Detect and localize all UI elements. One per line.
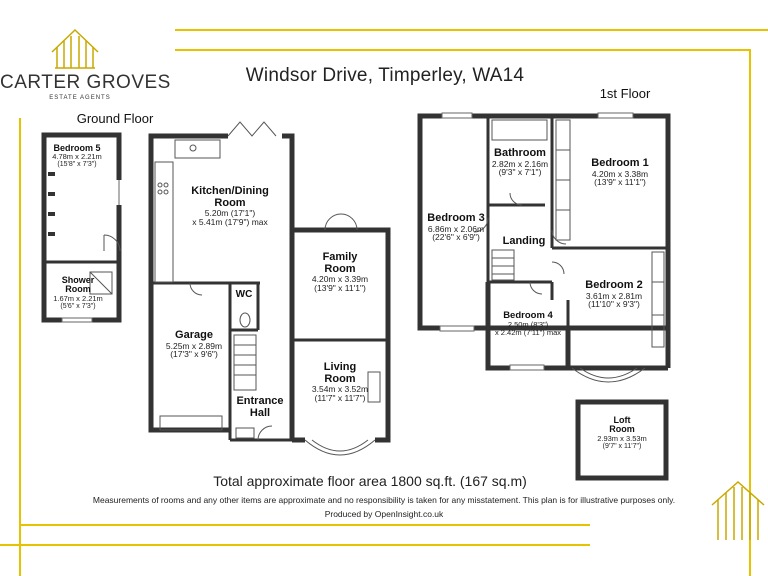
room-dimensions: 1.67m x 2.21m bbox=[53, 293, 103, 303]
loft-walls bbox=[575, 399, 669, 481]
room-dimensions: 3.61m x 2.81m bbox=[585, 290, 643, 301]
room-dimensions: 6.86m x 2.06m bbox=[427, 223, 485, 234]
room-name: Family bbox=[322, 251, 358, 263]
room-name: Living bbox=[323, 361, 357, 373]
gold-frame bbox=[0, 29, 768, 576]
room-dimensions-imperial: (9'7" x 11'7") bbox=[602, 442, 642, 450]
room-bedroom-1: Bedroom 1 4.20m x 3.38m (13'9" x 11'1") bbox=[575, 157, 665, 188]
room-dimensions: 2.50m (8'3") bbox=[507, 319, 549, 329]
room-name-line2: Room bbox=[214, 196, 246, 209]
room-dimensions-imperial: (13'9" x 11'1") bbox=[314, 283, 366, 294]
room-entrance-hall: Entrance Hall bbox=[232, 395, 288, 419]
room-dimensions-imperial: x 5.41m (17'9") max bbox=[192, 217, 268, 228]
room-name: Loft bbox=[613, 415, 631, 425]
room-name: Bedroom 1 bbox=[591, 157, 649, 169]
room-bathroom: Bathroom 2.82m x 2.16m (9'3" x 7'1") bbox=[488, 147, 552, 178]
ground-floor-label: Ground Floor bbox=[76, 111, 154, 126]
room-shower: Shower Room 1.67m x 2.21m (5'6" x 7'3") bbox=[48, 275, 108, 310]
brand-name: CARTER GROVES bbox=[0, 72, 171, 93]
room-dimensions: 5.20m (17'1") bbox=[204, 208, 256, 219]
room-kitchen-dining: Kitchen/Dining Room 5.20m (17'1") x 5.41… bbox=[170, 185, 290, 228]
room-dimensions-imperial: (5'6" x 7'3") bbox=[60, 302, 96, 310]
room-name: Shower bbox=[61, 275, 95, 285]
room-name-line2: Room bbox=[324, 372, 356, 385]
room-loft: Loft Room 2.93m x 3.53m (9'7" x 11'7") bbox=[582, 415, 662, 450]
disclaimer: Measurements of rooms and any other item… bbox=[92, 495, 676, 505]
room-name-line2: Room bbox=[65, 284, 91, 295]
room-dimensions-imperial: (11'7" x 11'7") bbox=[314, 393, 366, 404]
room-dimensions: 2.82m x 2.16m bbox=[491, 158, 549, 169]
room-family: Family Room 4.20m x 3.39m (13'9" x 11'1"… bbox=[298, 251, 382, 294]
room-bedroom-3: Bedroom 3 6.86m x 2.06m (22'6" x 6'9") bbox=[422, 212, 490, 243]
total-floor-area: Total approximate floor area 1800 sq.ft.… bbox=[213, 473, 527, 489]
room-dimensions-imperial: (9'3" x 7'1") bbox=[498, 167, 542, 178]
room-name: Bedroom 3 bbox=[427, 212, 485, 224]
room-name-line2: Room bbox=[324, 262, 356, 275]
first-floor-label: 1st Floor bbox=[599, 86, 651, 101]
page-title: Windsor Drive, Timperley, WA14 bbox=[245, 65, 525, 86]
annex-walls bbox=[41, 132, 122, 323]
room-dimensions-imperial: (17'3" x 9'6") bbox=[170, 349, 218, 360]
room-name: Bedroom 5 bbox=[53, 143, 101, 153]
room-name: Bathroom bbox=[494, 147, 546, 159]
room-dimensions: 4.78m x 2.21m bbox=[52, 152, 102, 162]
room-dimensions-imperial: x 2.42m (7'11") max bbox=[494, 327, 562, 337]
room-living: Living Room 3.54m x 3.52m (11'7" x 11'7"… bbox=[298, 361, 382, 404]
room-dimensions: 4.20m x 3.39m bbox=[311, 274, 369, 285]
room-dimensions: 2.93m x 3.53m bbox=[597, 433, 647, 443]
room-name-line2: Hall bbox=[249, 406, 271, 419]
ground-floor-walls bbox=[148, 121, 391, 456]
room-dimensions: 4.20m x 3.38m bbox=[591, 168, 649, 179]
room-bedroom-4: Bedroom 4 2.50m (8'3") x 2.42m (7'11") m… bbox=[490, 311, 566, 337]
room-wc: WC bbox=[235, 289, 253, 300]
brand-watermark-icon bbox=[711, 480, 765, 540]
room-name: Kitchen/Dining bbox=[191, 185, 269, 197]
credit: Produced by OpenInsight.co.uk bbox=[324, 509, 444, 519]
first-floor-walls bbox=[417, 112, 671, 383]
room-name-line2: Room bbox=[609, 424, 635, 435]
room-dimensions-imperial: (11'10" x 9'3") bbox=[588, 299, 640, 310]
brand-subtitle: ESTATE AGENTS bbox=[49, 95, 111, 101]
room-dimensions-imperial: (13'9" x 11'1") bbox=[594, 177, 646, 188]
brand-logo-icon bbox=[51, 28, 99, 69]
room-name: Entrance bbox=[236, 395, 284, 407]
room-name: Bedroom 2 bbox=[585, 279, 643, 291]
room-dimensions-imperial: (22'6" x 6'9") bbox=[432, 232, 480, 243]
room-garage: Garage 5.25m x 2.89m (17'3" x 9'6") bbox=[158, 329, 230, 360]
room-bedroom-5: Bedroom 5 4.78m x 2.21m (15'8" x 7'3") bbox=[48, 143, 106, 169]
room-landing: Landing bbox=[502, 235, 546, 247]
room-dimensions: 3.54m x 3.52m bbox=[311, 384, 369, 395]
room-name: Bedroom 4 bbox=[503, 310, 553, 321]
room-dimensions-imperial: (15'8" x 7'3") bbox=[57, 161, 97, 169]
room-name: Garage bbox=[175, 329, 213, 341]
room-dimensions: 5.25m x 2.89m bbox=[165, 340, 223, 351]
room-bedroom-2: Bedroom 2 3.61m x 2.81m (11'10" x 9'3") bbox=[572, 279, 656, 310]
